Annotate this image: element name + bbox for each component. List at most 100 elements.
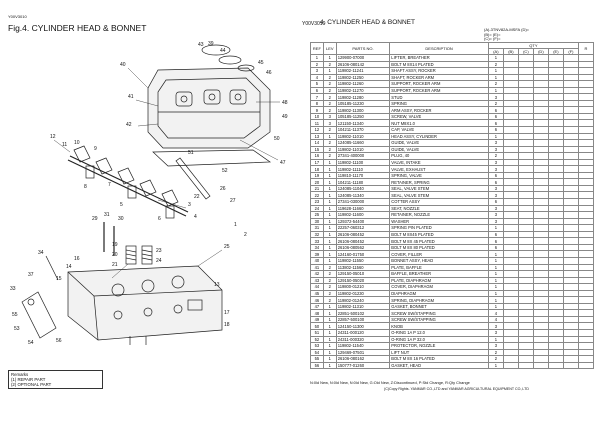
callout-label: 46 [266, 70, 272, 76]
col-r: R [577, 42, 595, 55]
callout-label: 20 [112, 252, 118, 258]
parts-no-cell: 150777-01260 [335, 361, 391, 370]
empty-cell [562, 152, 579, 160]
callout-label: 21 [112, 262, 118, 268]
callout-label: 10 [74, 140, 80, 146]
remarks-line: (1) REPAIR PART [11, 377, 46, 382]
empty-cell [577, 204, 595, 213]
empty-cell [577, 217, 595, 226]
callout-label: 7 [108, 182, 111, 188]
callout-label: 17 [224, 310, 230, 316]
callout-label: 16 [74, 256, 80, 262]
empty-cell [577, 361, 595, 370]
empty-cell [577, 230, 595, 239]
remarks-box: Remarks (1) REPAIR PART (2) OPTIONAL PAR… [8, 370, 103, 389]
diagram-callouts: 40 41 42 43 44 45 46 39 47 48 49 50 51 5… [10, 41, 288, 345]
empty-cell [562, 171, 579, 180]
callout-label: 51 [188, 150, 194, 156]
empty-cell [577, 152, 595, 160]
callout-label: 22 [194, 194, 200, 200]
callout-label: 8 [84, 184, 87, 190]
empty-cell [562, 132, 579, 141]
empty-cell [562, 165, 579, 173]
exploded-diagram: 40 41 42 43 44 45 46 39 47 48 49 50 51 5… [10, 41, 288, 345]
empty-cell [577, 171, 595, 180]
empty-cell [502, 361, 519, 370]
diagram-linework [21, 44, 280, 345]
callout-label: 26 [220, 186, 226, 192]
callout-label: 6 [158, 216, 161, 222]
empty-cell [547, 361, 564, 370]
empty-cell [577, 158, 595, 167]
callout-label: 14 [66, 264, 72, 270]
remarks-title: Remarks [11, 372, 29, 377]
callout-label: 31 [104, 212, 110, 218]
callout-label: 42 [126, 122, 132, 128]
callout-label: 43 [198, 42, 204, 48]
callout-label: 37 [28, 272, 34, 278]
callout-label: 5 [120, 202, 123, 208]
empty-cell [577, 211, 595, 219]
model-legend-line: (C)= (F)= [484, 36, 501, 42]
callout-label: 23 [156, 248, 162, 254]
callout-label: 44 [220, 48, 226, 54]
callout-label: 3 [188, 202, 191, 208]
empty-cell [577, 178, 595, 186]
empty-cell [577, 243, 595, 252]
empty-cell [577, 237, 595, 245]
empty-cell [562, 361, 579, 370]
table-title: 4. CYLINDER HEAD & BONNET [320, 19, 415, 26]
table-subheader-row: (A) (B) (C) (D) (E) (F) [311, 48, 594, 55]
left-page-code: Y00V3010 [8, 14, 27, 19]
change-code-legend: N:0ld New, N:0ld New, N:0ld New, G:Old N… [310, 380, 470, 385]
empty-cell [562, 126, 579, 134]
qty-a-cell: 1 [487, 361, 504, 370]
model-legend-line: (B)= (E)= [484, 31, 501, 37]
empty-cell [562, 243, 579, 252]
col-ref: REF [310, 42, 324, 55]
ref-cell: 56 [310, 361, 324, 370]
empty-cell [562, 224, 579, 232]
empty-cell [562, 191, 579, 199]
remarks-line: (2) OPTIONAL PART [11, 382, 52, 387]
callout-label: 15 [56, 276, 62, 282]
empty-cell [562, 204, 579, 213]
empty-cell [562, 217, 579, 226]
empty-cell [577, 198, 595, 206]
callout-label: 41 [128, 94, 134, 100]
description-cell: GASKET, HEAD [389, 361, 489, 370]
callout-label: 11 [62, 142, 67, 148]
callout-label: 9 [94, 146, 97, 152]
callout-label: 53 [14, 326, 20, 332]
callout-label: 34 [38, 250, 44, 256]
empty-cell [577, 165, 595, 173]
callout-label: 29 [92, 216, 98, 222]
empty-cell [577, 132, 595, 141]
empty-cell [562, 178, 579, 186]
callout-label: 19 [112, 242, 118, 248]
callout-label: 45 [258, 60, 264, 66]
empty-cell [562, 211, 579, 219]
callout-label: 39 [208, 41, 214, 47]
empty-cell [577, 224, 595, 232]
callout-label: 52 [222, 168, 228, 174]
model-legend: (A)-3TNV82A-MSFA (D)= (B)= (E)= (C)= (F)… [484, 27, 529, 42]
empty-cell [562, 139, 579, 147]
